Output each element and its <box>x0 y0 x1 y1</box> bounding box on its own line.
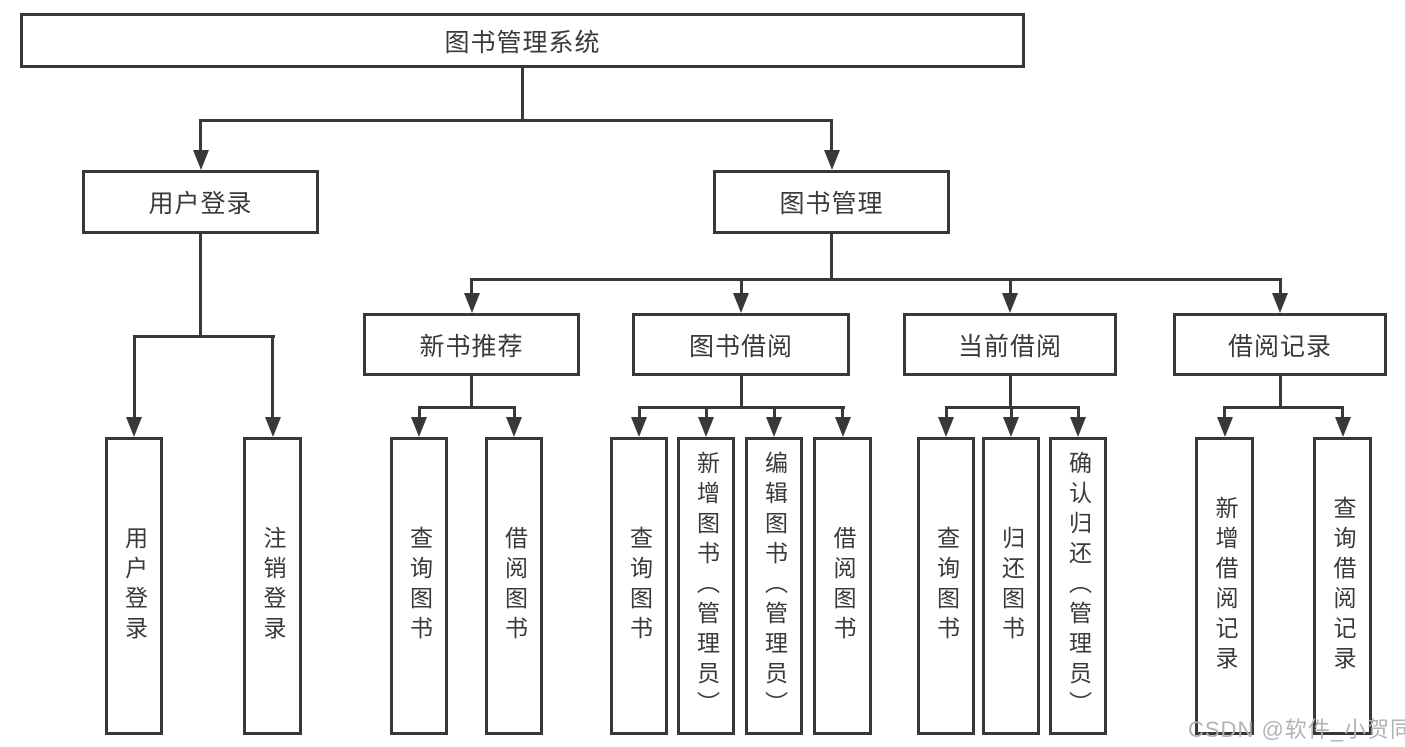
node-label-m-user-login: 用户登录 <box>148 190 253 218</box>
connector-drop <box>841 406 844 421</box>
node-label-s-book-borrow: 图书借阅 <box>688 332 793 361</box>
connector-arrow-down-icon <box>1334 417 1351 437</box>
node-m-user-login: 用户登录 <box>82 170 319 234</box>
connector-arrow-down-icon <box>1003 417 1019 437</box>
connector-arrow-down-icon <box>938 417 954 437</box>
node-f-query-book-2: 查询图书 <box>610 437 668 735</box>
connector-drop <box>1077 406 1080 421</box>
connector-arrow-down-icon <box>264 417 281 437</box>
node-s-new-book: 新书推荐 <box>363 313 580 376</box>
node-label-s-new-book: 新书推荐 <box>419 332 524 361</box>
connector-arrow-down-icon <box>834 417 851 437</box>
connector-stem <box>1009 376 1012 409</box>
node-label-s-borrow-record: 借阅记录 <box>1227 332 1332 361</box>
connector-drop <box>1279 278 1282 297</box>
connector-stem <box>830 234 833 281</box>
node-s-book-borrow: 图书借阅 <box>632 313 850 376</box>
connector-arrow-down-icon <box>698 417 714 437</box>
watermark-text: CSDN @软件_小贺同学 <box>1188 717 1405 742</box>
node-f-user-login: 用户登录 <box>105 437 163 735</box>
connector-arrow-down-icon <box>126 417 142 437</box>
connector-drop <box>773 406 776 421</box>
connector-drop <box>945 406 948 421</box>
connector-stem <box>740 376 743 409</box>
node-f-query-book-3: 查询图书 <box>917 437 975 735</box>
connector-drop <box>705 406 708 421</box>
node-label-f-edit-book: 编辑图书（管理员） <box>761 451 788 721</box>
node-label-f-confirm-return: 确认归还（管理员） <box>1065 451 1092 721</box>
node-label-f-logout: 注销登录 <box>260 526 286 646</box>
connector-bar <box>199 119 833 122</box>
node-s-borrow-record: 借阅记录 <box>1173 313 1387 376</box>
node-label-f-query-book-3: 查询图书 <box>933 526 960 646</box>
connector-bar <box>470 278 1282 281</box>
connector-arrow-down-icon <box>1070 417 1086 437</box>
connector-arrow-down-icon <box>411 417 427 437</box>
node-f-query-book-1: 查询图书 <box>390 437 448 735</box>
connector-stem <box>470 376 473 409</box>
node-root: 图书管理系统 <box>20 13 1025 68</box>
node-m-book-mgmt: 图书管理 <box>713 170 950 234</box>
connector-bar <box>418 406 516 409</box>
connector-stem <box>199 234 202 338</box>
node-label-f-query-book-1: 查询图书 <box>406 526 433 646</box>
connector-bar <box>638 406 845 409</box>
node-label-f-query-book-2: 查询图书 <box>626 526 653 646</box>
connector-drop <box>638 406 641 421</box>
node-label-s-current-borrow: 当前借阅 <box>957 332 1062 361</box>
connector-arrow-down-icon <box>1216 417 1233 437</box>
connector-drop <box>470 278 473 297</box>
connector-drop <box>740 278 743 297</box>
connector-arrow-down-icon <box>766 417 782 437</box>
connector-stem <box>521 68 524 122</box>
node-label-f-user-login: 用户登录 <box>121 526 148 646</box>
connector-drop <box>1223 406 1226 421</box>
node-f-confirm-return: 确认归还（管理员） <box>1049 437 1107 735</box>
node-f-borrow-book-2: 借阅图书 <box>813 437 872 735</box>
connector-bar <box>133 335 275 338</box>
node-s-current-borrow: 当前借阅 <box>903 313 1117 376</box>
node-f-query-record: 查询借阅记录 <box>1313 437 1372 735</box>
node-label-f-borrow-book-1: 借阅图书 <box>501 526 528 646</box>
connector-arrow-down-icon <box>192 150 209 170</box>
node-f-borrow-book-1: 借阅图书 <box>485 437 543 735</box>
node-label-root: 图书管理系统 <box>444 28 601 57</box>
node-label-f-add-book: 新增图书（管理员） <box>693 451 720 721</box>
connector-arrow-down-icon <box>1002 293 1018 313</box>
node-f-add-record: 新增借阅记录 <box>1195 437 1254 735</box>
connector-drop <box>1341 406 1344 421</box>
node-f-add-book: 新增图书（管理员） <box>677 437 735 735</box>
node-f-logout: 注销登录 <box>243 437 302 735</box>
node-label-m-book-mgmt: 图书管理 <box>779 190 884 218</box>
connector-drop <box>418 406 421 421</box>
connector-drop <box>830 119 833 154</box>
node-f-return-book: 归还图书 <box>982 437 1040 735</box>
connector-drop <box>133 335 136 421</box>
node-label-f-add-record: 新增借阅记录 <box>1212 496 1238 676</box>
connector-arrow-down-icon <box>823 150 840 170</box>
connector-arrow-down-icon <box>733 293 749 313</box>
node-label-f-query-record: 查询借阅记录 <box>1330 496 1356 676</box>
connector-drop <box>199 119 202 154</box>
connector-drop <box>1010 406 1013 421</box>
connector-arrow-down-icon <box>463 293 480 313</box>
connector-arrow-down-icon <box>506 417 522 437</box>
connector-stem <box>1279 376 1282 409</box>
connector-drop <box>1009 278 1012 297</box>
node-label-f-borrow-book-2: 借阅图书 <box>830 526 856 646</box>
node-f-edit-book: 编辑图书（管理员） <box>745 437 803 735</box>
connector-arrow-down-icon <box>1272 293 1288 313</box>
node-label-f-return-book: 归还图书 <box>998 526 1025 646</box>
connector-drop <box>513 406 516 421</box>
connector-drop <box>271 335 274 421</box>
connector-arrow-down-icon <box>631 417 647 437</box>
connector-bar <box>1223 406 1344 409</box>
